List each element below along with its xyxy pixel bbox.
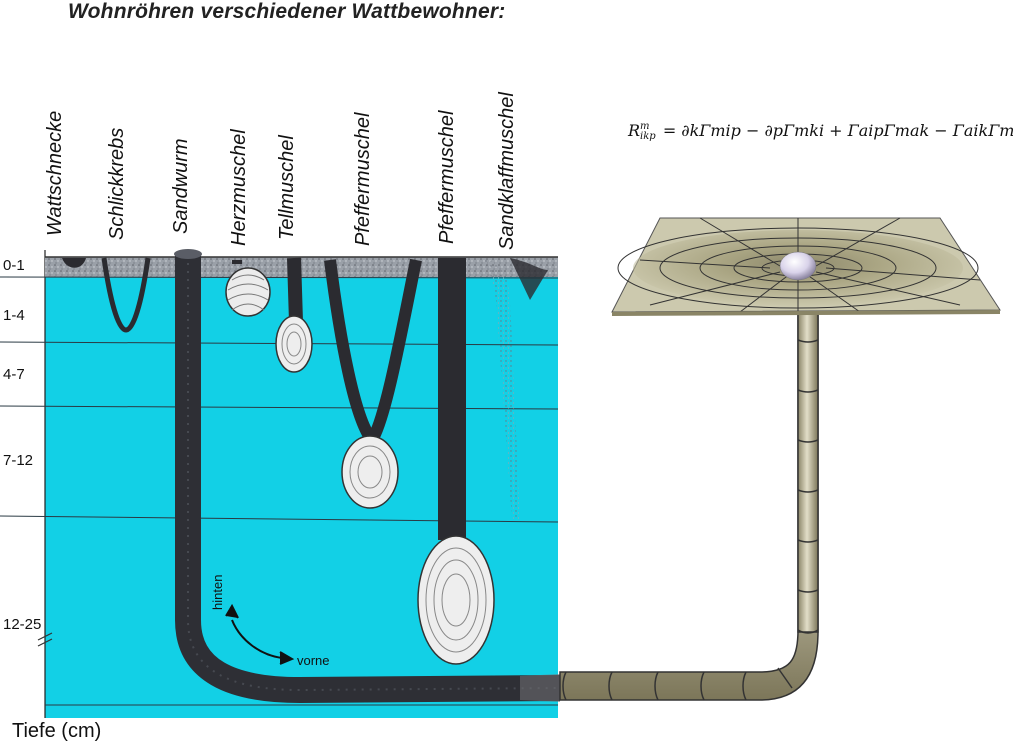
tellmuschel <box>275 257 313 373</box>
sandwurm-burrow <box>175 255 561 704</box>
depth-label-4-7: 4-7 <box>3 366 25 383</box>
formula-lhs-base: R <box>628 121 641 140</box>
herzmuschel-shell <box>225 260 271 317</box>
axis-break <box>37 632 53 647</box>
formula-lhs-sup: m <box>640 120 650 132</box>
formula-rhs: = ∂kΓmip − ∂pΓmki + ΓaipΓmak − ΓaikΓmap <box>662 121 1013 140</box>
pfeffermuschel-2 <box>417 258 495 665</box>
species-label-schlickkrebs: Schlickkrebs <box>106 127 128 240</box>
depth-label-0-1: 0-1 <box>3 257 25 274</box>
surface-sediment <box>45 257 558 277</box>
species-label-tellmuschel: Tellmuschel <box>276 135 298 240</box>
schlickkrebs-burrow <box>101 257 151 333</box>
species-label-herzmuschel: Herzmuschel <box>228 129 250 246</box>
spacetime-tube <box>559 311 819 701</box>
label-hinten: hinten <box>210 574 225 610</box>
mass-sphere <box>779 251 817 281</box>
worm-direction-arrows <box>225 603 295 665</box>
label-vorne: vorne <box>297 653 330 668</box>
curved-spacetime-plane <box>611 217 1001 316</box>
species-label-pfeffermuschel-2: Pfeffermuschel <box>436 110 458 244</box>
sandklaffmuschel-column <box>480 258 548 520</box>
depth-label-1-4: 1-4 <box>3 307 25 324</box>
species-label-sandklaffmuschel: Sandklaffmuschel <box>496 92 518 250</box>
depth-label-12-25: 12-25 <box>3 616 42 633</box>
species-label-wattschnecke: Wattschnecke <box>44 110 66 236</box>
diagram-title: Wohnröhren verschiedener Wattbewohner: <box>68 0 506 23</box>
formula-lhs-sub: ikp <box>640 130 656 142</box>
species-label-pfeffermuschel-1: Pfeffermuschel <box>352 112 374 246</box>
species-label-sandwurm: Sandwurm <box>170 138 192 234</box>
depth-axis-title: Tiefe (cm) <box>12 720 102 742</box>
pfeffermuschel-1 <box>324 258 422 509</box>
wattschnecke-burrow <box>62 258 86 268</box>
depth-label-7-12: 7-12 <box>3 452 34 469</box>
